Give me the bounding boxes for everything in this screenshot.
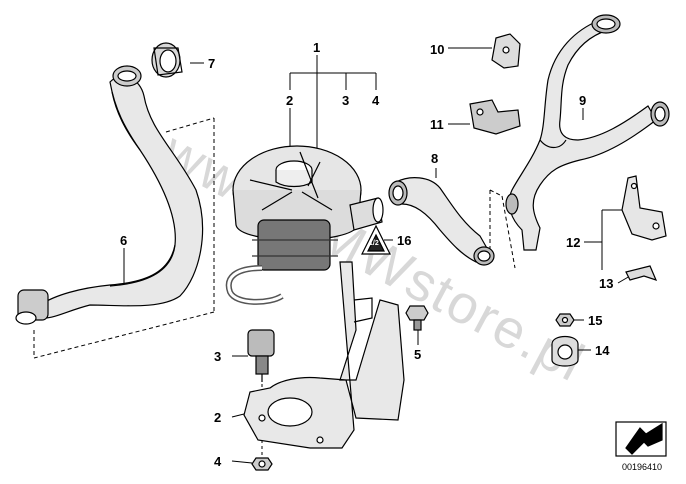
callout-7: 7 bbox=[208, 56, 216, 71]
callout-15: 15 bbox=[588, 313, 603, 328]
callout-14: 14 bbox=[595, 343, 610, 358]
frame-8-top bbox=[489, 189, 503, 197]
callout-12: 12 bbox=[566, 235, 581, 250]
sensor-11 bbox=[469, 99, 521, 135]
callout-13: 13 bbox=[599, 276, 614, 291]
air-pump-1 bbox=[225, 145, 384, 305]
callout-3-bottom: 3 bbox=[214, 349, 222, 364]
clamp-7 bbox=[151, 42, 183, 78]
callout-11: 11 bbox=[430, 117, 444, 132]
callout-2-bottom: 2 bbox=[214, 410, 222, 425]
reference-number: 00196410 bbox=[622, 462, 663, 472]
warning-label-16 bbox=[361, 224, 391, 255]
callout-10: 10 bbox=[430, 42, 445, 57]
callout-16: 16 bbox=[397, 233, 412, 248]
frame-6-bottom bbox=[33, 311, 215, 359]
reference-box bbox=[615, 421, 667, 457]
callout-4-top: 4 bbox=[372, 93, 380, 108]
bracket-10 bbox=[491, 33, 521, 69]
callout-1: 1 bbox=[313, 40, 321, 55]
hose-9 bbox=[505, 14, 670, 251]
callout-4-bottom: 4 bbox=[214, 454, 222, 469]
callout-2-top: 2 bbox=[286, 93, 294, 108]
clamp-14 bbox=[551, 335, 579, 367]
valve-3 bbox=[247, 329, 275, 382]
hose-8 bbox=[388, 177, 495, 266]
bracket-12 bbox=[621, 175, 667, 241]
callout-3-top: 3 bbox=[342, 93, 350, 108]
frame-6-top bbox=[165, 117, 215, 133]
nut-15 bbox=[555, 313, 575, 327]
frame-8-diag bbox=[501, 195, 516, 269]
nut-4 bbox=[251, 457, 273, 471]
hose-6 bbox=[15, 65, 204, 325]
callout-6: 6 bbox=[120, 233, 128, 248]
bolt-5 bbox=[405, 305, 429, 331]
leader-4-bottom bbox=[231, 460, 253, 464]
clip-13 bbox=[625, 265, 658, 281]
callout-8: 8 bbox=[431, 151, 439, 166]
bracket-2 bbox=[243, 261, 405, 449]
callout-5: 5 bbox=[414, 347, 422, 362]
warning-label-text: 1/2 bbox=[369, 240, 379, 247]
callout-9: 9 bbox=[579, 93, 587, 108]
